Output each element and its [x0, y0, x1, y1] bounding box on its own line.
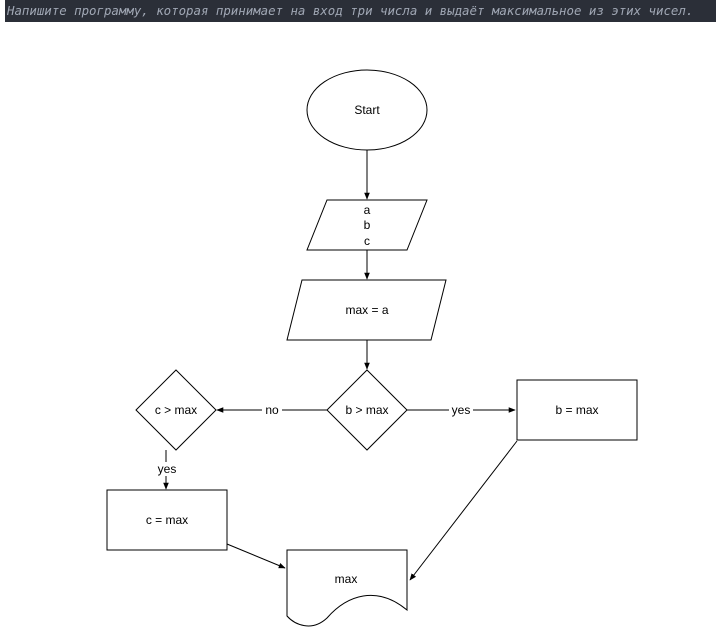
edge-assignc-output — [226, 543, 286, 569]
assign-b-label: b = max — [555, 403, 598, 417]
start-label: Start — [354, 103, 380, 117]
cond-c-label: c > max — [155, 403, 197, 417]
input-label-a: a — [364, 203, 371, 217]
label-yes-b: yes — [452, 403, 471, 417]
cond-b-label: b > max — [345, 403, 388, 417]
label-yes-b-bg — [449, 403, 473, 417]
assign-c-label: c = max — [146, 513, 188, 527]
input-label-b: b — [364, 218, 371, 232]
label-yes-c-bg — [155, 462, 179, 476]
start-node — [306, 69, 428, 151]
assign-max-node — [286, 279, 447, 341]
task-text: Напишите программу, которая принимает на… — [7, 3, 694, 18]
input-label-c: c — [364, 234, 370, 248]
cond-b-node — [326, 369, 408, 451]
cond-c-node — [135, 369, 217, 451]
input-node — [306, 199, 428, 251]
assign-max-label: max = a — [345, 303, 388, 317]
label-yes-c: yes — [158, 462, 177, 476]
label-no: no — [265, 403, 279, 417]
edge-assignb-output — [409, 440, 518, 581]
task-bar: Напишите программу, которая принимает на… — [5, 0, 716, 22]
label-no-bg — [262, 403, 282, 417]
output-node — [286, 549, 408, 627]
assign-b-node — [516, 379, 638, 441]
assign-c-node — [106, 489, 228, 551]
output-label: max — [335, 572, 358, 586]
